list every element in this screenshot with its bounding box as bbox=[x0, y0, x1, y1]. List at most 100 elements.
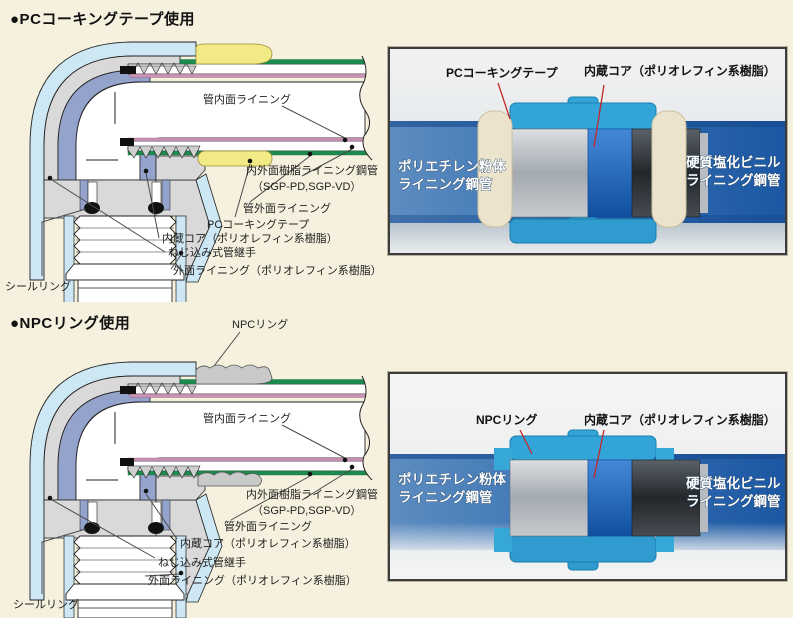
lower-pipe-outer-lining-right bbox=[175, 215, 187, 302]
core-seal-edge bbox=[120, 66, 136, 74]
core-cylinder bbox=[587, 459, 633, 537]
pipe-break-edge bbox=[359, 55, 373, 161]
seal-ring bbox=[148, 522, 164, 534]
npc-ring-piece bbox=[494, 448, 512, 470]
lower-socket bbox=[155, 475, 206, 501]
section2-diagram-leaders bbox=[41, 331, 355, 594]
photo-label-right-1: 硬質塩化ビニル bbox=[686, 154, 781, 170]
red-leader-tape bbox=[497, 82, 511, 120]
section1-diagram-leaders bbox=[41, 105, 355, 276]
label-fitting: ねじ込み式管継手 bbox=[168, 245, 256, 259]
flange bbox=[65, 583, 185, 601]
pipe-break-mask bbox=[359, 376, 390, 480]
lower-pipe bbox=[77, 279, 173, 302]
label-steel-pipe-1: 内外面樹脂ライニング鋼管 bbox=[246, 163, 378, 177]
caulking-tape-ring-left bbox=[477, 110, 513, 228]
core-tip bbox=[161, 499, 171, 531]
coupling-bottom bbox=[509, 535, 657, 563]
coupling-bottom bbox=[509, 218, 657, 244]
core-seal-edge bbox=[120, 386, 136, 394]
photo-label-core: 内蔵コア（ポリオレフィン系樹脂） bbox=[584, 412, 776, 427]
section2-elbow-diagram: NPCリング 管内面ライニング 内外面樹脂ライニング鋼管 （SGP-PD,SGP… bbox=[13, 317, 390, 618]
pipe-break-edge bbox=[359, 375, 373, 481]
label-pipe-outer-lining: 管外面ライニング bbox=[243, 201, 331, 215]
label-steel-pipe-2: （SGP-PD,SGP-VD） bbox=[252, 504, 361, 517]
elbow-fitting-cutaway bbox=[29, 361, 390, 618]
lower-socket bbox=[155, 155, 206, 181]
photo-label-right-1: 硬質塩化ビニル bbox=[686, 475, 781, 491]
label-pipe-inner-lining: 管内面ライニング bbox=[203, 92, 291, 106]
photo-label-left-1: ポリエチレン粉体 bbox=[398, 471, 506, 487]
fitting-outer-lining-corner bbox=[185, 493, 223, 603]
lower-pipe-outer-lining-right bbox=[175, 535, 187, 618]
pipe-break-mask bbox=[359, 56, 390, 160]
label-fitting: ねじ込み式管継手 bbox=[158, 555, 246, 569]
photo-label-right-2: ライニング鋼管 bbox=[686, 493, 781, 509]
pvc-lining-cylinder bbox=[631, 459, 701, 537]
label-seal-ring: シールリング bbox=[5, 279, 71, 293]
core-tip bbox=[161, 179, 171, 211]
internal-core-band bbox=[139, 471, 157, 501]
label-steel-pipe-2: （SGP-PD,SGP-VD） bbox=[252, 180, 361, 193]
label-outer-lining: 外面ライニング（ポリオレフィン系樹脂） bbox=[148, 573, 357, 587]
thread-zigzag-bottom bbox=[127, 145, 201, 159]
lower-pipe-outer-lining-left bbox=[63, 535, 75, 618]
lower-pipe-outer-lining-left bbox=[63, 215, 75, 302]
photo-label-left-1: ポリエチレン粉体 bbox=[398, 158, 506, 174]
section1-title: ●PCコーキングテープ使用 bbox=[10, 11, 196, 28]
lower-pipe bbox=[77, 599, 173, 618]
pipe-inner-lining-top bbox=[129, 393, 369, 398]
fitting-outer-lining-corner bbox=[185, 173, 223, 283]
label-pipe-outer-lining: 管外面ライニング bbox=[224, 519, 312, 533]
core-seal-edge bbox=[120, 138, 134, 146]
red-leader-ring bbox=[519, 429, 533, 455]
thread-zigzag-bottom bbox=[127, 465, 201, 479]
section1-photo: PCコーキングテープ 内蔵コア（ポリオレフィン系樹脂） ポリエチレン粉体 ライニ… bbox=[388, 47, 787, 255]
caulking-tape-ring-right bbox=[651, 110, 687, 228]
label-core: 内蔵コア（ポリオレフィン系樹脂） bbox=[180, 536, 356, 550]
photo-label-core: 内蔵コア（ポリオレフィン系樹脂） bbox=[584, 63, 776, 78]
coupling-top bbox=[509, 102, 657, 130]
core-seal-edge bbox=[120, 458, 134, 466]
photo-label-tape: PCコーキングテープ bbox=[446, 65, 559, 80]
label-pipe-inner-lining: 管内面ライニング bbox=[203, 411, 291, 425]
pc-caulking-tape-top bbox=[195, 43, 273, 65]
coupling-top bbox=[509, 435, 657, 461]
coupling-assembly bbox=[494, 429, 708, 571]
cylinder-end-ring bbox=[700, 464, 708, 532]
polyethylene-lining-cylinder bbox=[509, 459, 589, 537]
photo-label-left-2: ライニング鋼管 bbox=[398, 176, 493, 192]
pipe-top-wall-steel bbox=[127, 383, 369, 395]
section2-photo: NPCリング 内蔵コア（ポリオレフィン系樹脂） ポリエチレン粉体 ライニング鋼管… bbox=[388, 372, 787, 581]
photo-label-ring: NPCリング bbox=[476, 412, 537, 427]
seal-ring bbox=[84, 202, 100, 214]
cylinder-end-ring bbox=[700, 133, 708, 213]
pipe-inner-lining-bottom bbox=[127, 137, 369, 142]
red-leader-core bbox=[593, 84, 605, 148]
flange bbox=[65, 263, 185, 281]
photo-label-left-2: ライニング鋼管 bbox=[398, 489, 493, 505]
internal-core-band bbox=[139, 151, 157, 181]
section1-elbow-diagram: 管内面ライニング 内外面樹脂ライニング鋼管 （SGP-PD,SGP-VD） 管外… bbox=[5, 41, 390, 302]
label-core: 内蔵コア（ポリオレフィン系樹脂） bbox=[162, 231, 338, 245]
red-leader-core bbox=[593, 429, 605, 479]
polyethylene-lining-cylinder bbox=[509, 128, 589, 218]
label-steel-pipe-1: 内外面樹脂ライニング鋼管 bbox=[246, 487, 378, 501]
coupling-assembly bbox=[477, 96, 708, 244]
pipe-inner-lining-bottom bbox=[127, 457, 369, 462]
pipe-top-wall-steel bbox=[127, 63, 369, 75]
section2-title: ●NPCリング使用 bbox=[10, 315, 131, 332]
label-pc-tape: PCコーキングテープ bbox=[207, 217, 309, 231]
label-outer-lining: 外面ライニング（ポリオレフィン系樹脂） bbox=[173, 263, 382, 277]
label-npc-ring: NPCリング bbox=[232, 317, 288, 331]
core-cylinder bbox=[587, 128, 633, 218]
seal-ring bbox=[148, 202, 164, 214]
photo-label-right-2: ライニング鋼管 bbox=[686, 172, 781, 188]
npc-ring-top bbox=[195, 364, 273, 385]
label-seal-ring: シールリング bbox=[13, 597, 79, 611]
npc-ring-bottom bbox=[197, 471, 262, 487]
pc-caulking-tape-bottom bbox=[197, 150, 273, 167]
seal-ring bbox=[84, 522, 100, 534]
pipe-inner-lining-top bbox=[129, 73, 369, 78]
